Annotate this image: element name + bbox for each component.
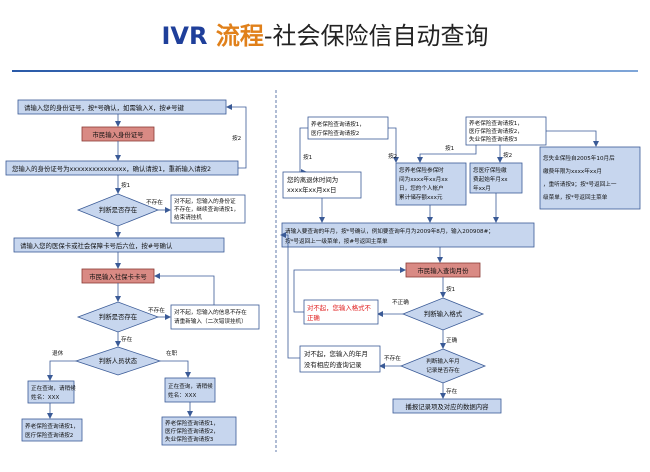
judge-status-text: 判断人员状态: [99, 356, 138, 365]
check-record-diamond: [399, 348, 487, 384]
medical-info-box: [469, 162, 523, 194]
retire-time-box: [282, 171, 362, 199]
menu-b-line1: 养老保险查询请按1，: [469, 119, 523, 127]
label-a-press1: 按1: [303, 153, 313, 161]
no-record-box: [299, 345, 381, 373]
check-exist-text: 判断是否存在: [99, 205, 137, 214]
querying-employed-line2: 姓名：XXX: [168, 391, 196, 399]
medical-info-line3: 年xx月: [473, 184, 491, 192]
label-not-exist-b: 不存在: [148, 306, 165, 314]
label-month-press1: 按1: [446, 285, 456, 293]
card-prompt-box: [13, 237, 225, 253]
menu-retired-line2: 医疗保险查询请按2: [25, 431, 73, 439]
menu-b-line3: 失业保险查询请按3: [469, 135, 518, 143]
label-not-exist-c: 不存在: [384, 354, 401, 362]
menu-b-box: [465, 116, 547, 146]
querying-box-employed: [164, 377, 216, 403]
card-prompt-text: 请输入您的医保卡或社会保障卡号后六位，按#号确认: [20, 241, 173, 250]
not-exist-line2: 不存在，继续查询请按1，: [174, 205, 239, 213]
format-error-line1: 对不起，您输入格式不: [307, 303, 372, 312]
label-correct: 正确: [446, 336, 458, 344]
label-a-press2: 按2: [388, 152, 397, 160]
month-prompt-line1: 请输入要查询的年月，按*号确认，例如要查询年月为2009年8月，输入200908…: [285, 227, 494, 235]
page-title: IVR 流程-社会保险信自动查询: [161, 22, 489, 50]
play-result-box: [392, 398, 502, 414]
menu-a-line1: 养老保险查询请按1，: [311, 120, 365, 128]
no-record-line2: 没有相应的查询记录: [304, 360, 362, 369]
label-press2-loop: 按2: [232, 134, 241, 142]
unemploy-info-line2: 缴费年限为xxxx年xx月: [543, 167, 602, 175]
menu-employed-line3: 失业保险查询请按3: [165, 435, 214, 443]
month-prompt-line2: 按*号返回上一级菜单，按#号返回主菜单: [285, 237, 388, 245]
confirm-id-text: 您输入的身份证号为xxxxxxxxxxxxxxx，确认请按1，重新输入请按2: [12, 164, 211, 173]
play-result-text: 播报记录项及对应的数据内容: [405, 402, 489, 411]
querying-box-retired: [27, 380, 75, 404]
unemploy-info-line1: 您失业保险自2005年10月后: [543, 154, 615, 162]
pension-info-line2: 间为xxxx年xx月xx: [399, 175, 449, 183]
card-error-box: [170, 304, 260, 330]
pension-info-box: [395, 162, 467, 206]
medical-info-line2: 费起始年月xx: [473, 175, 508, 183]
input-month-text: 市民输入查询月份: [417, 266, 469, 275]
format-error-box: [303, 299, 379, 325]
unemploy-info-box: [539, 146, 641, 210]
no-record-line1: 对不起，您输入的年月: [304, 349, 368, 358]
card-error-line2: 请重新输入（二次错误挂机）: [174, 317, 247, 325]
label-not-correct: 不正确: [392, 298, 409, 306]
title-divider: [12, 70, 638, 72]
label-retired: 退休: [52, 349, 64, 357]
card-check-text: 判断是否存在: [99, 312, 137, 321]
menu-employed-line2: 医疗保险查询请按2，: [165, 427, 219, 435]
label-exists-c: 存在: [446, 387, 458, 395]
unemploy-info-line4: 级菜单，按*号返回主菜单: [543, 193, 608, 201]
label-b-press2: 按2: [503, 151, 512, 159]
pension-info-line4: 累计储存额xxx元: [399, 193, 443, 201]
menu-a-line2: 医疗保险查询请按2: [311, 129, 359, 137]
input-id-text: 市民输入身份证号: [92, 130, 143, 139]
label-exists-a: 存在: [121, 335, 133, 343]
retire-time-line2: xxxx年xx月xx日: [287, 185, 336, 194]
label-b-press1: 按1: [445, 144, 455, 152]
retire-time-line1: 您的离退休时间为: [287, 175, 338, 184]
format-error-line2: 正确: [307, 313, 320, 322]
check-record-line1: 判断输入年月: [426, 357, 460, 365]
not-exist-line3: 结束请挂机: [174, 213, 202, 221]
querying-retired-line1: 正在查询，请稍候: [31, 384, 76, 392]
label-not-exist-a: 不存在: [146, 198, 163, 206]
medical-info-line1: 您医疗保险缴: [473, 166, 507, 174]
not-exist-box: [170, 194, 246, 224]
pension-info-line1: 您养老保险参保时: [399, 166, 444, 174]
querying-retired-line2: 姓名：XXX: [31, 393, 59, 401]
menu-employed-line1: 养老保险查询请按1，: [165, 419, 219, 427]
check-format-text: 判断输入格式: [424, 309, 463, 318]
pension-info-line3: 日，您的个人帐户: [399, 184, 444, 192]
label-employed: 在职: [166, 349, 178, 357]
menu-retired-line1: 养老保险查询请按1，: [25, 422, 79, 430]
querying-employed-line1: 正在查询，请稍候: [168, 382, 213, 390]
unemploy-info-line3: ，重听请按9；按*号返回上一: [543, 180, 617, 188]
input-card-text: 市民输入社保卡卡号: [89, 272, 147, 281]
judge-status-diamond: [74, 346, 162, 376]
card-error-line1: 对不起，您输入的信息不存在: [174, 308, 247, 316]
not-exist-line1: 对不起，您输入的身份证: [174, 197, 236, 205]
menu-employed-box: [161, 416, 237, 446]
menu-retired-box: [21, 418, 83, 442]
menu-b-line2: 医疗保险查询请按2，: [469, 127, 523, 135]
id-prompt-text: 请输入您的身份证号，按*号确认，如需输入X，按#号键: [24, 103, 185, 112]
check-record-line2: 记录是否存在: [426, 366, 460, 374]
label-press1-a: 按1: [121, 181, 131, 189]
